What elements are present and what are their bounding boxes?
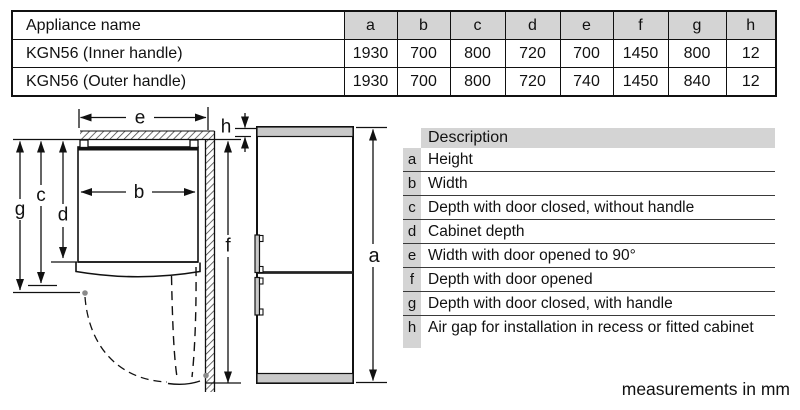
value-cell: 720	[504, 39, 561, 68]
door-swing-arc	[84, 296, 168, 383]
legend-header-key-cell	[403, 128, 421, 148]
table-row-outer-handle: KGN56 (Outer handle) 1930 700 800 720 74…	[11, 67, 777, 97]
dim-label-c: c	[36, 185, 46, 206]
dimension-e: e	[78, 107, 209, 130]
legend-key: f	[403, 268, 421, 291]
value-cell: 840	[667, 67, 727, 97]
dimension-d: d	[51, 141, 77, 263]
hinge-left	[79, 139, 89, 149]
value-cell: 700	[559, 39, 614, 68]
handle-pivot-dot-closed	[82, 290, 88, 296]
fridge-top-view	[75, 139, 201, 278]
door-swing	[82, 266, 209, 386]
column-header-e: e	[559, 10, 614, 40]
column-header-b: b	[396, 10, 451, 40]
legend-key: g	[403, 292, 421, 315]
legend-key: d	[403, 220, 421, 243]
plan-view-drawing: e b d	[13, 107, 257, 392]
legend-row-c: c Depth with door closed, without handle	[403, 196, 775, 220]
dim-label-d: d	[58, 205, 69, 226]
handle-pivot-dot-open	[203, 372, 209, 379]
legend-row-f: f Depth with door opened	[403, 268, 775, 292]
legend-header-row: Description	[403, 128, 775, 148]
dimension-b: b	[80, 182, 196, 203]
legend-key-tail	[403, 339, 421, 348]
dimensions-table: Appliance name a b c d e f g h KGN56 (In…	[11, 10, 777, 97]
legend-row-a: a Height	[403, 148, 775, 172]
bottom-band	[256, 372, 354, 384]
value-cell: 800	[449, 39, 506, 68]
legend-row-g: g Depth with door closed, with handle	[403, 292, 775, 316]
column-header-a: a	[343, 10, 398, 40]
dim-label-h: h	[221, 117, 232, 138]
dim-label-a: a	[368, 245, 380, 267]
column-header-f: f	[612, 10, 669, 40]
legend-table: Description a Height b Width c Depth wit…	[403, 128, 775, 348]
legend-description: Width	[428, 174, 468, 192]
value-cell: 1450	[612, 67, 669, 97]
value-cell: 740	[559, 67, 614, 97]
legend-header: Description	[421, 128, 775, 148]
value-cell: 1450	[612, 39, 669, 68]
dimension-f: f	[205, 141, 241, 384]
column-header-d: d	[504, 10, 561, 40]
column-header-appliance-name: Appliance name	[11, 10, 345, 40]
dimension-c: c	[28, 141, 57, 287]
column-header-g: g	[667, 10, 727, 40]
value-cell: 12	[725, 67, 777, 97]
lower-door-handle	[254, 276, 264, 316]
legend-description: Depth with door closed, without handle	[428, 198, 695, 216]
dim-label-f: f	[225, 236, 231, 257]
door-closed-outline	[75, 262, 201, 278]
legend-tail-row	[403, 339, 775, 348]
value-cell: 1930	[343, 39, 398, 68]
appliance-name-cell: KGN56 (Inner handle)	[11, 39, 345, 68]
legend-key: a	[403, 148, 421, 171]
dimension-g: g	[13, 141, 80, 294]
legend-description: Depth with door opened	[428, 270, 593, 288]
value-cell: 700	[396, 39, 451, 68]
upper-door-handle	[254, 234, 264, 274]
value-cell: 800	[667, 39, 727, 68]
hinge-right	[189, 139, 199, 149]
wall-hatching	[80, 131, 215, 392]
door-open-edge-right	[191, 266, 197, 378]
dimensions-table-header-row: Appliance name a b c d e f g h	[11, 10, 777, 40]
legend-key: c	[403, 196, 421, 219]
legend-description: Cabinet depth	[428, 222, 525, 240]
fridge-front-view	[254, 126, 354, 384]
appliance-name-cell: KGN56 (Outer handle)	[11, 67, 345, 97]
legend-key: e	[403, 244, 421, 267]
value-cell: 12	[725, 39, 777, 68]
table-row-inner-handle: KGN56 (Inner handle) 1930 700 800 720 70…	[11, 39, 777, 68]
column-header-c: c	[449, 10, 506, 40]
dimension-h: h	[221, 113, 257, 152]
legend-row-h: h Air gap for installation in recess or …	[403, 316, 775, 339]
dim-label-b: b	[134, 182, 145, 203]
dimension-a: a	[356, 126, 387, 384]
legend-row-b: b Width	[403, 172, 775, 196]
legend-description: Depth with door closed, with handle	[428, 294, 673, 312]
legend-key: b	[403, 172, 421, 195]
legend-description: Air gap for installation in recess or fi…	[428, 318, 754, 336]
legend-description: Height	[428, 150, 473, 168]
column-header-h: h	[725, 10, 777, 40]
value-cell: 800	[449, 67, 506, 97]
legend-description: Width with door opened to 90°	[428, 246, 636, 264]
installation-drawing: e b d	[13, 107, 387, 392]
legend-row-e: e Width with door opened to 90°	[403, 244, 775, 268]
value-cell: 720	[504, 67, 561, 97]
door-open-bottom	[167, 380, 201, 386]
units-note: measurements in mm	[621, 379, 790, 399]
top-band	[256, 126, 354, 138]
door-open-edge-left	[170, 275, 179, 381]
value-cell: 1930	[343, 67, 398, 97]
legend-key: h	[403, 316, 421, 339]
side-view-drawing: a	[254, 126, 387, 384]
dim-label-e: e	[135, 108, 146, 129]
legend-row-d: d Cabinet depth	[403, 220, 775, 244]
value-cell: 700	[396, 67, 451, 97]
dim-label-g: g	[15, 199, 26, 220]
